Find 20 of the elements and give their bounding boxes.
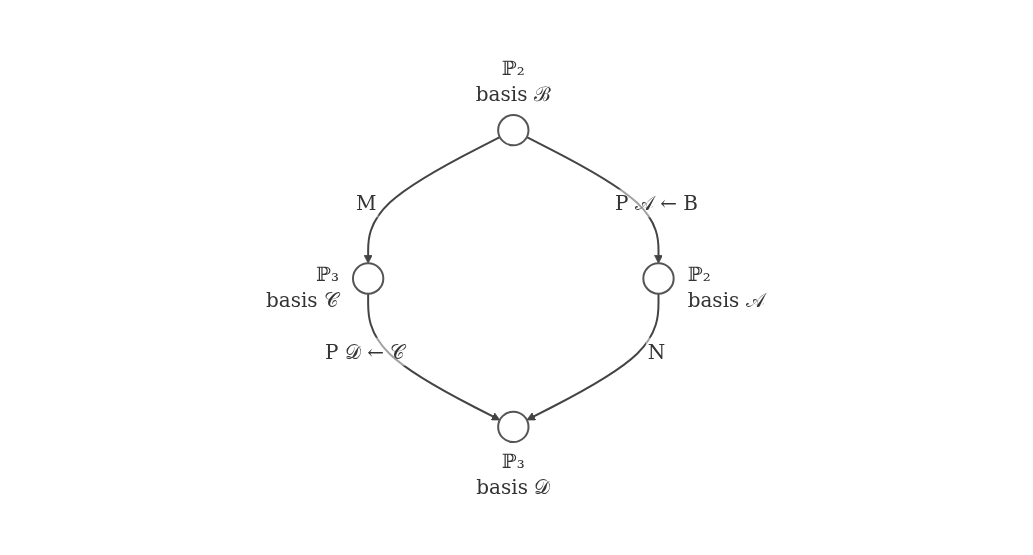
arrow	[367, 292, 501, 421]
node-caption: ℙ₂	[687, 262, 711, 287]
node-caption: basis 𝒜	[687, 288, 765, 313]
node-caption: basis 𝒟	[476, 475, 551, 500]
arrow	[526, 136, 664, 264]
node-caption: basis ℬ	[476, 81, 551, 106]
node-circle	[497, 113, 530, 147]
edge-label: N	[647, 339, 666, 364]
node-caption: ℙ₂	[501, 55, 525, 80]
edge-label: P 𝒜 ← B	[615, 191, 699, 216]
node-caption: ℙ₃	[501, 449, 525, 474]
node-circle	[352, 262, 385, 295]
node-circle	[497, 410, 530, 444]
edge-label: M	[356, 191, 377, 216]
node-caption: basis 𝒞	[266, 288, 340, 313]
arrow	[526, 292, 660, 421]
edge-label: P 𝒟 ← 𝒞	[325, 339, 406, 364]
node-caption: ℙ₃	[316, 262, 340, 287]
arrow	[363, 136, 501, 264]
node-circle	[642, 262, 675, 295]
